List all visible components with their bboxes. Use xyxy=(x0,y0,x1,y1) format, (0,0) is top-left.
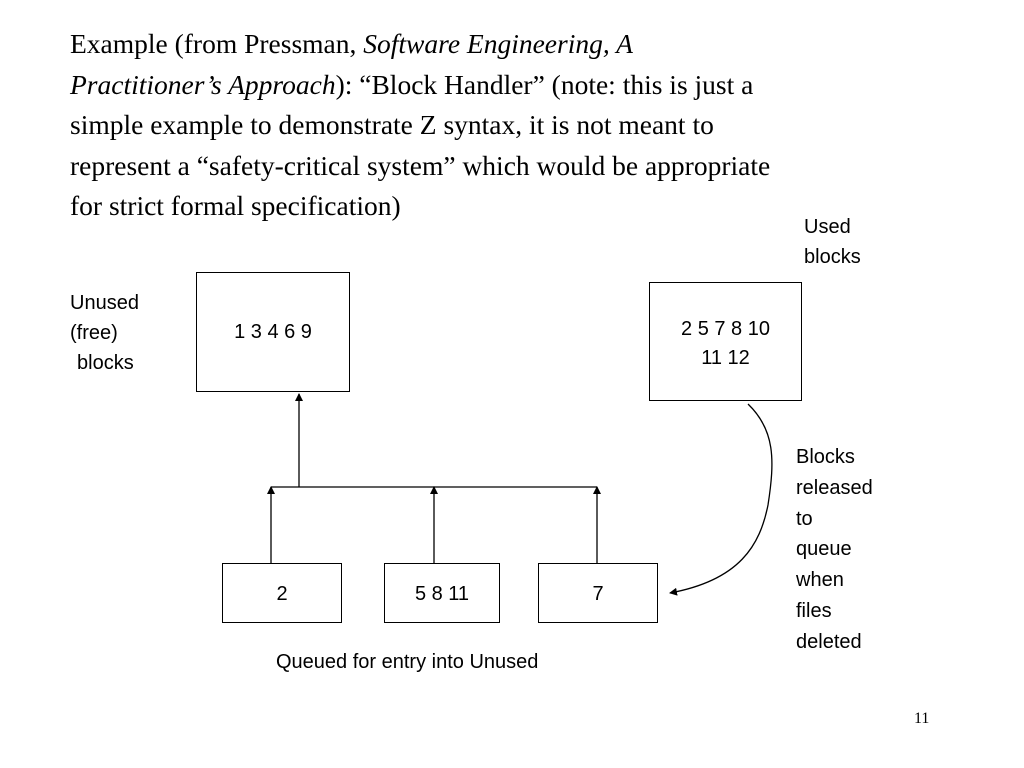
queue-caption: Queued for entry into Unused xyxy=(276,651,539,673)
released-label-line-1: Blocks xyxy=(796,446,855,468)
unused-label-line-2: (free) xyxy=(70,322,118,344)
page-number: 11 xyxy=(914,710,930,727)
unused-label-line-3: blocks xyxy=(77,352,134,374)
used-blocks-box xyxy=(649,282,802,401)
used-blocks-label: Used blocks xyxy=(804,212,861,272)
released-label-line-7: deleted xyxy=(796,630,862,653)
released-label-line-5: when xyxy=(796,569,844,592)
released-label-line-6: files xyxy=(796,599,832,622)
unused-label-line-1: Unused xyxy=(70,292,139,314)
queue-box-1-value: 2 xyxy=(276,583,288,605)
intro-line-1: Example (from Pressman, Software Enginee… xyxy=(70,24,970,65)
release-curve-arrow xyxy=(669,403,773,596)
unused-blocks-box xyxy=(196,272,350,392)
intro-line-2: Practitioner’s Approach): “Block Handler… xyxy=(70,65,970,106)
released-label-line-3: to xyxy=(796,507,813,530)
released-blocks-label: Blocks released to queue when files dele… xyxy=(796,442,873,658)
book-title-part-2: Practitioner’s Approach xyxy=(70,68,336,100)
intro-line-1-plain: Example (from Pressman, xyxy=(70,28,364,59)
intro-line-3: simple example to demonstrate Z syntax, … xyxy=(70,109,714,140)
queue-box-2 xyxy=(384,563,500,623)
queue-box-3 xyxy=(538,563,658,623)
intro-line-4: represent a “safety-critical system” whi… xyxy=(70,149,771,181)
used-label-line-2: blocks xyxy=(804,246,861,268)
book-title-part-1: Software Engineering, A xyxy=(363,28,633,59)
intro-text: Example (from Pressman, Software Enginee… xyxy=(70,24,970,227)
used-values-line-1: 2 5 7 8 10 xyxy=(681,318,770,340)
unused-blocks-label: Unused (free) blocks xyxy=(70,288,139,378)
queue-box-1 xyxy=(222,563,342,623)
released-label-line-4: queue xyxy=(796,538,852,561)
intro-line-2-plain: ): “Block Handler” (note: this is just a xyxy=(335,68,754,100)
used-values-line-2: 11 12 xyxy=(701,347,750,369)
used-blocks-values: 2 5 7 8 10 11 12 xyxy=(649,315,802,373)
used-label-line-1: Used xyxy=(804,216,851,238)
unused-blocks-values: 1 3 4 6 9 xyxy=(234,321,312,343)
queue-box-3-value: 7 xyxy=(592,583,604,605)
released-label-line-2: released xyxy=(796,476,873,499)
intro-line-5: for strict formal specification) xyxy=(70,190,401,221)
queue-box-2-value: 5 8 11 xyxy=(414,583,470,605)
